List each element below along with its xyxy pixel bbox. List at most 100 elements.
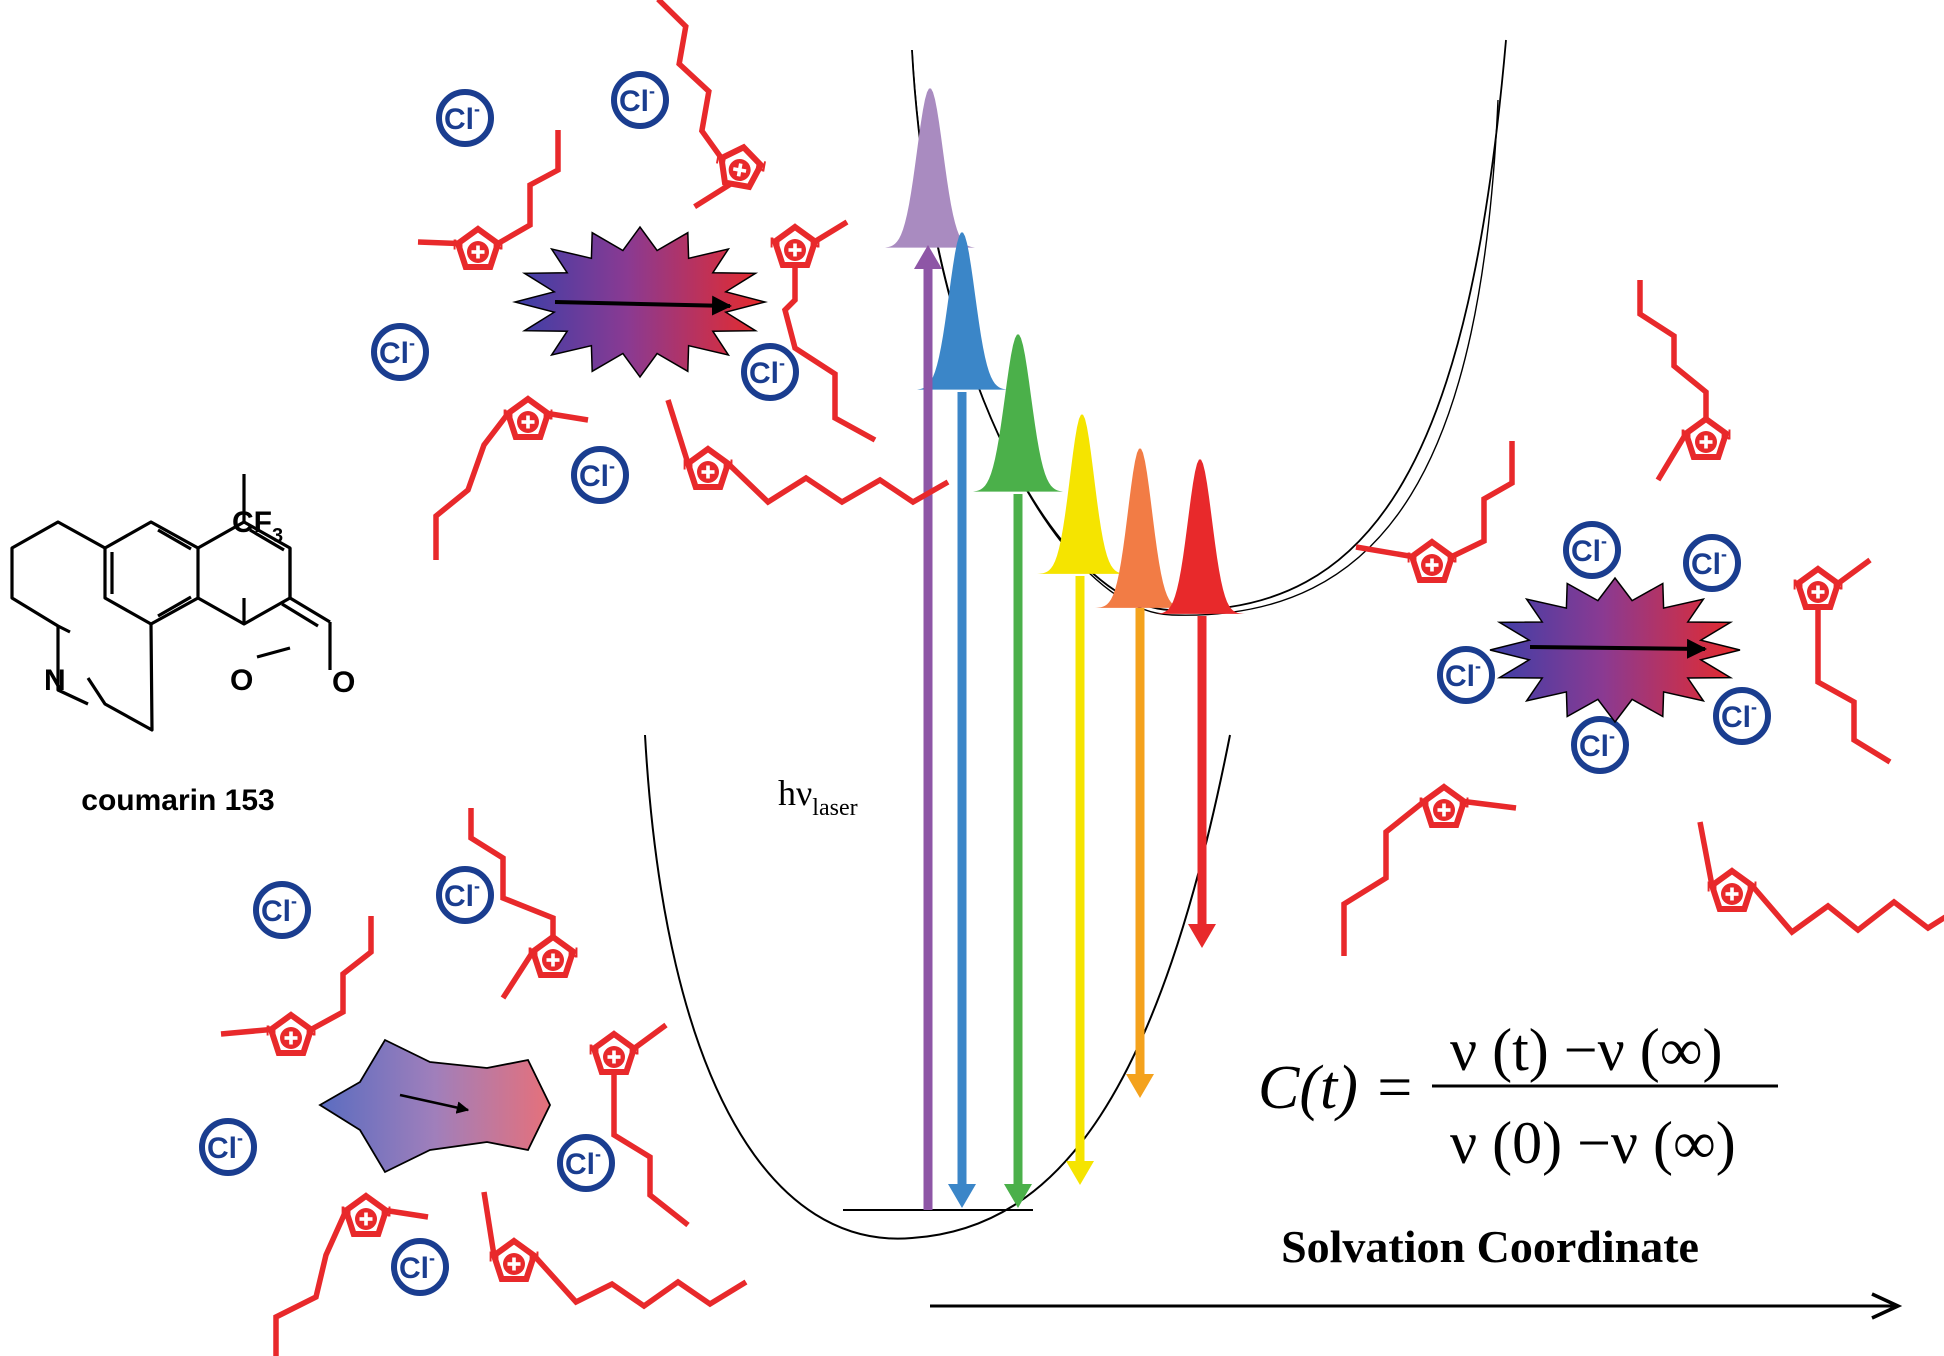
relaxed-solute-star [1489, 576, 1741, 724]
ring-oxygen-atom: O [230, 664, 253, 697]
chloride-anion: Cl- [436, 89, 494, 147]
correlation-equation: C(t) = ν (t) −ν (∞) ν (0) −ν (∞) [1258, 1017, 1778, 1176]
svg-text:CF3: CF3 [232, 506, 283, 547]
solvation-coordinate-axis: Solvation Coordinate [930, 1221, 1903, 1320]
ground-state-curve [644, 734, 1231, 1240]
nitrogen-label: N [1747, 879, 1758, 896]
chloride-anion: Cl- [611, 71, 669, 129]
carbonyl-oxygen-atom: O [332, 666, 355, 699]
chloride-anion: Cl- [1563, 521, 1621, 579]
chloride-anion: Cl- [571, 446, 629, 504]
laser-subscript: laser [812, 795, 857, 821]
equation-denominator: ν (0) −ν (∞) [1450, 1110, 1736, 1176]
chloride-label: Cl- [1721, 697, 1757, 734]
gaussian-red [1155, 459, 1245, 614]
chloride-label: Cl- [1579, 726, 1615, 763]
wavepackets [885, 88, 1245, 614]
nitrogen-label: N [1459, 795, 1470, 812]
nitrogen-label: N [453, 237, 464, 254]
excitation-label: hνlaser [778, 773, 858, 821]
chloride-anion: Cl- [741, 343, 799, 401]
dipole-arrow [554, 295, 732, 316]
chloride-label: Cl- [379, 333, 415, 370]
nitrogen-label: N [1447, 550, 1458, 567]
nitrogen-label: N [381, 1204, 392, 1221]
nitrogen-atom: N [44, 664, 66, 697]
cf-group: CF [232, 506, 272, 539]
dipole-arrow-relaxed [1529, 638, 1707, 659]
coumarin-153-structure [10, 474, 332, 732]
chloride-anion: Cl- [1571, 716, 1629, 774]
gaussian-orange [1095, 448, 1185, 608]
chloride-anion: Cl- [1713, 687, 1771, 745]
solute-dipole-excited-relaxed [1489, 576, 1741, 724]
ground-solute-shape [318, 1038, 552, 1174]
nitrogen-label: N [1721, 427, 1732, 444]
chloride-label: Cl- [1445, 656, 1481, 693]
emission-arrow-orange-head [1126, 1074, 1154, 1098]
chloride-anion: Cl- [1437, 646, 1495, 704]
nitrogen-label: N [1407, 550, 1418, 567]
chloride-label: Cl- [565, 1144, 601, 1181]
nitrogen-label: N [1833, 577, 1844, 594]
chloride-label: Cl- [749, 353, 785, 390]
nitrogen-label: N [568, 945, 579, 962]
nitrogen-label: N [714, 150, 728, 169]
equation-numerator: ν (t) −ν (∞) [1450, 1017, 1722, 1083]
equation-lhs: C(t) = [1258, 1054, 1415, 1122]
nitrogen-label: N [503, 407, 514, 424]
emission-arrow-blue-head [948, 1184, 976, 1208]
solute-dipole-excited-start [512, 225, 768, 379]
chloride-anion: Cl- [1683, 534, 1741, 592]
axis-label: Solvation Coordinate [1281, 1221, 1699, 1272]
transition-arrows [914, 245, 1216, 1210]
emission-arrow-yellow-head [1066, 1161, 1094, 1185]
nitrogen-label: N [683, 457, 694, 474]
molecule-name: coumarin 153 [81, 784, 274, 817]
chloride-label: Cl- [399, 1248, 435, 1285]
nitrogen-label: N [629, 1042, 640, 1059]
nitrogen-label: N [493, 237, 504, 254]
gaussian-violet [885, 88, 975, 248]
chloride-label: Cl- [261, 891, 297, 928]
nitrogen-label: N [266, 1023, 277, 1040]
chloride-anion: Cl- [436, 866, 494, 924]
excitation-arrow-violet-head [914, 245, 942, 269]
chloride-label: Cl- [619, 81, 655, 118]
nitrogen-label: N [341, 1204, 352, 1221]
chloride-label: Cl- [1691, 544, 1727, 581]
nitrogen-label: N [529, 1249, 540, 1266]
chloride-label: Cl- [444, 876, 480, 913]
svg-text:hνlaser: hνlaser [778, 773, 858, 821]
coumarin-153-atoms: N O O CF3 coumarin 153 [44, 506, 355, 817]
chloride-anion: Cl- [371, 323, 429, 381]
dipole-arrow-ground [399, 1093, 470, 1114]
nitrogen-label: N [754, 157, 768, 176]
nitrogen-label: N [770, 235, 781, 252]
chloride-anion: Cl- [557, 1134, 615, 1192]
nitrogen-label: N [589, 1042, 600, 1059]
nitrogen-label: N [306, 1023, 317, 1040]
gaussian-yellow [1037, 414, 1127, 574]
emission-arrow-green-head [1004, 1184, 1032, 1208]
gaussian-blue [917, 232, 1007, 390]
nitrogen-label: N [1793, 577, 1804, 594]
nitrogen-label: N [1681, 427, 1692, 444]
axis-arrowhead [1871, 1292, 1903, 1320]
hnu-text: hν [778, 773, 812, 813]
